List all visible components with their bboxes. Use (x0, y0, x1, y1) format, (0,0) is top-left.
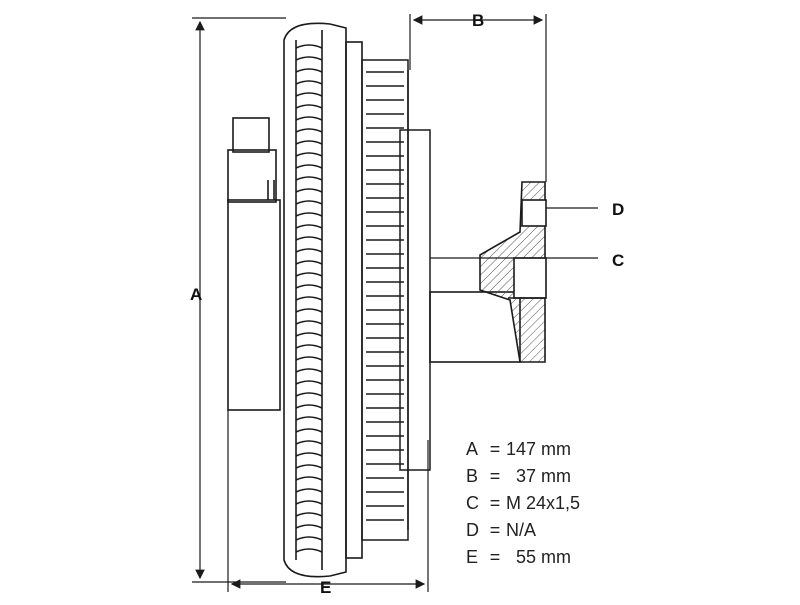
fin-line (295, 80, 323, 85)
spec-eq: = (489, 466, 501, 486)
spec-eq: = (489, 520, 501, 540)
spec-key: C (466, 493, 479, 513)
spec-row-d: D = N/A (466, 517, 646, 544)
spec-value: 37 mm (506, 466, 572, 486)
fin-line (295, 104, 323, 109)
spec-row-a: A = 147 mm (466, 436, 646, 463)
fin-line (295, 512, 323, 517)
spec-key: A (466, 439, 479, 459)
fin-line (295, 272, 323, 277)
fin-line (295, 440, 323, 445)
fin-line (295, 404, 323, 409)
fin-line (295, 296, 323, 301)
fin-line (295, 224, 323, 229)
spec-key: E (466, 547, 479, 567)
fin-line (295, 500, 323, 505)
spec-eq: = (489, 493, 501, 513)
dim-label-e: E (320, 578, 331, 597)
spec-table: A = 147 mm B = 37 mm C = M 24x1,5 D = N/… (466, 436, 646, 571)
dim-label-d: D (612, 200, 624, 219)
spec-row-b: B = 37 mm (466, 463, 646, 490)
fin-line (295, 212, 323, 217)
spec-key: B (466, 466, 479, 486)
fin-line (295, 128, 323, 133)
fin-line (295, 140, 323, 145)
spec-value: 147 mm (506, 439, 572, 459)
fin-line (295, 416, 323, 421)
fin-line (295, 488, 323, 493)
dim-label-c: C (612, 251, 624, 270)
spec-eq: = (489, 439, 501, 459)
fin-line (295, 452, 323, 457)
coil-section (361, 59, 431, 541)
spec-row-e: E = 55 mm (466, 544, 646, 571)
fin-line (295, 320, 323, 325)
dim-label-a: A (190, 285, 202, 304)
fin-line (295, 152, 323, 157)
fin-line (295, 464, 323, 469)
fin-line (295, 332, 323, 337)
fin-line (295, 116, 323, 121)
fin-line (295, 44, 323, 49)
fin-line (295, 536, 323, 541)
fin-line (295, 380, 323, 385)
fin-line (295, 56, 323, 61)
spec-value: N/A (506, 520, 537, 540)
left-hub (227, 117, 281, 411)
spec-key: D (466, 520, 479, 540)
finned-disc (283, 22, 363, 578)
fin-line (295, 92, 323, 97)
fin-line (295, 236, 323, 241)
fin-line (295, 368, 323, 373)
spec-eq: = (489, 547, 501, 567)
fin-line (295, 188, 323, 193)
fin-line (295, 248, 323, 253)
dimension-lines (192, 14, 598, 592)
fin-line (295, 284, 323, 289)
fin-line (295, 476, 323, 481)
fin-line (295, 524, 323, 529)
fin-line (295, 68, 323, 73)
dim-label-b: B (472, 11, 484, 30)
fin-line (295, 356, 323, 361)
fin-line (295, 548, 323, 553)
shaft-flange (429, 181, 547, 363)
fin-line (295, 176, 323, 181)
coil-ribs (366, 71, 404, 521)
fin-line (295, 164, 323, 169)
fin-line (295, 344, 323, 349)
cooling-fins (295, 44, 323, 553)
fin-line (295, 392, 323, 397)
fin-line (295, 200, 323, 205)
fin-line (295, 308, 323, 313)
fin-line (295, 428, 323, 433)
spec-value: M 24x1,5 (506, 493, 581, 513)
spec-value: 55 mm (506, 547, 572, 567)
fin-line (295, 260, 323, 265)
spec-row-c: C = M 24x1,5 (466, 490, 646, 517)
